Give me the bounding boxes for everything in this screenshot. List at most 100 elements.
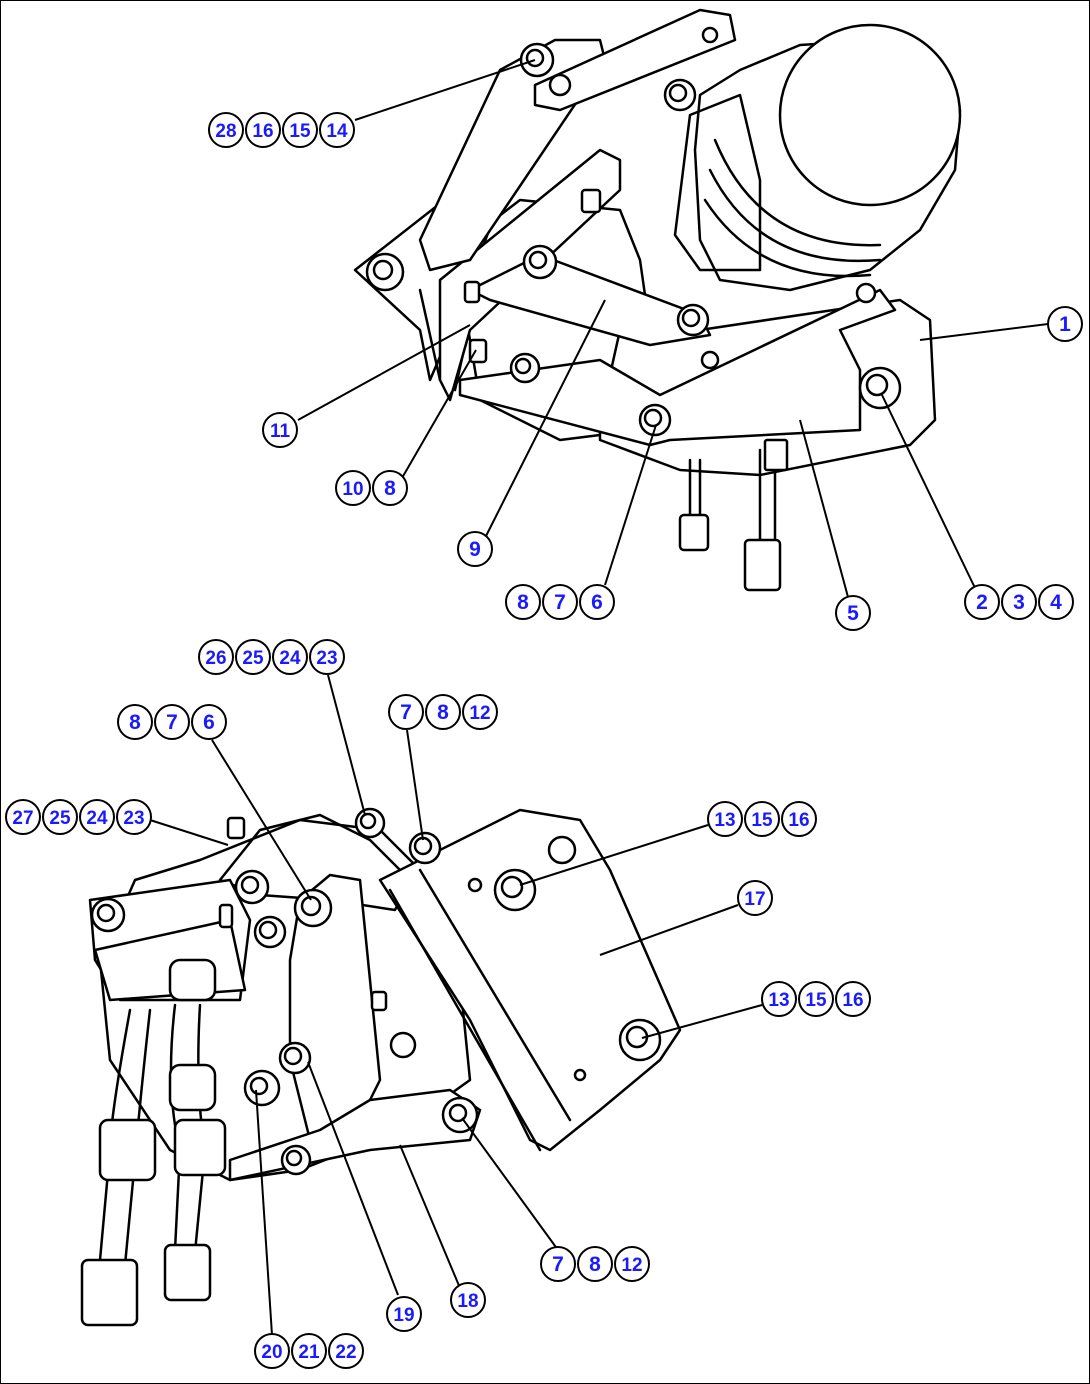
callout-label: 23 bbox=[316, 648, 337, 669]
callout-circle bbox=[450, 1282, 486, 1318]
callout-label: 16 bbox=[788, 810, 809, 831]
callout-label: 10 bbox=[342, 479, 363, 500]
leader-line bbox=[799, 419, 849, 598]
callout-group: 13 15 16 bbox=[707, 801, 817, 837]
callout-label: 7 bbox=[400, 701, 412, 724]
leader-line bbox=[401, 349, 477, 479]
callout-circle bbox=[388, 694, 424, 730]
callout-label: 28 bbox=[215, 121, 236, 142]
callout-group: 9 bbox=[457, 531, 493, 567]
callout-label: 11 bbox=[270, 421, 291, 442]
callout-circle bbox=[282, 112, 318, 148]
callout-group: 11 bbox=[262, 412, 298, 448]
callout-circle bbox=[744, 801, 780, 837]
callout-circle bbox=[372, 470, 408, 506]
callout-circle bbox=[798, 981, 834, 1017]
callout-label: 14 bbox=[326, 121, 348, 142]
callout-circle bbox=[1038, 584, 1074, 620]
callout-label: 15 bbox=[751, 810, 773, 831]
callout-circle bbox=[235, 639, 271, 675]
leader-lines bbox=[149, 59, 1049, 1336]
callout-circle bbox=[117, 704, 153, 740]
callout-group: 10 8 bbox=[335, 470, 408, 506]
callout-label: 3 bbox=[1013, 591, 1025, 614]
callout-circle bbox=[5, 799, 41, 835]
callout-circle bbox=[191, 704, 227, 740]
leader-line bbox=[255, 1089, 273, 1336]
leader-line bbox=[919, 323, 1049, 341]
leader-line bbox=[399, 1144, 461, 1289]
callout-label: 15 bbox=[805, 990, 827, 1011]
callout-group: 8 7 6 bbox=[505, 584, 615, 620]
callout-group: 17 bbox=[737, 880, 773, 916]
callout-label: 7 bbox=[554, 591, 566, 614]
callout-circle bbox=[707, 801, 743, 837]
callout-circle bbox=[116, 799, 152, 835]
assembly-line-art bbox=[80, 8, 962, 1327]
callout-label: 13 bbox=[768, 990, 789, 1011]
callout-label: 20 bbox=[261, 1342, 282, 1363]
callout-label: 8 bbox=[384, 477, 396, 500]
lower-assembly bbox=[80, 807, 682, 1327]
callout-label: 6 bbox=[591, 591, 603, 614]
callout-circle bbox=[462, 694, 498, 730]
callout-group: 5 bbox=[835, 595, 871, 631]
callout-group: 19 bbox=[386, 1296, 422, 1332]
callout-label: 13 bbox=[714, 810, 735, 831]
callout-circle bbox=[272, 639, 308, 675]
callout-label: 8 bbox=[517, 591, 529, 614]
callout-circle bbox=[1001, 584, 1037, 620]
callout-circle bbox=[579, 584, 615, 620]
callout-label: 19 bbox=[393, 1305, 414, 1326]
callout-label: 12 bbox=[621, 1255, 642, 1276]
callout-circle bbox=[328, 1333, 364, 1369]
callout-circle bbox=[198, 639, 234, 675]
callout-circle bbox=[319, 112, 355, 148]
callout-label: 18 bbox=[457, 1291, 478, 1312]
callout-label: 8 bbox=[129, 711, 141, 734]
leader-line bbox=[484, 299, 606, 539]
callout-circle bbox=[42, 799, 78, 835]
callout-label: 17 bbox=[744, 889, 765, 910]
leader-line bbox=[297, 324, 471, 421]
callout-circle bbox=[761, 981, 797, 1017]
leader-line bbox=[354, 59, 536, 121]
callout-circle bbox=[79, 799, 115, 835]
callout-label: 8 bbox=[589, 1253, 601, 1276]
leader-line bbox=[519, 824, 709, 886]
callout-label: 2 bbox=[976, 591, 988, 614]
callout-label: 25 bbox=[49, 808, 71, 829]
leader-line bbox=[599, 904, 739, 956]
callout-label: 12 bbox=[469, 703, 490, 724]
callout-group: 1 bbox=[1047, 306, 1083, 342]
callout-label: 15 bbox=[289, 121, 311, 142]
callout-circle bbox=[291, 1333, 327, 1369]
callout-label: 5 bbox=[847, 602, 859, 625]
callout-group: 18 bbox=[450, 1282, 486, 1318]
upper-assembly bbox=[353, 8, 962, 592]
callout-label: 8 bbox=[437, 701, 449, 724]
callout-circle bbox=[835, 595, 871, 631]
callout-circle bbox=[542, 584, 578, 620]
callout-label: 24 bbox=[86, 808, 108, 829]
callout-label: 7 bbox=[166, 711, 178, 734]
callout-circle bbox=[964, 584, 1000, 620]
callout-group: 7 8 12 bbox=[388, 694, 498, 730]
callout-label: 21 bbox=[298, 1342, 320, 1363]
callout-circle bbox=[386, 1296, 422, 1332]
callout-circle bbox=[540, 1246, 576, 1282]
leader-line bbox=[406, 729, 424, 841]
callout-circle bbox=[835, 981, 871, 1017]
callout-label: 1 bbox=[1059, 313, 1071, 336]
callout-circle bbox=[614, 1246, 650, 1282]
callout-label: 24 bbox=[279, 648, 301, 669]
